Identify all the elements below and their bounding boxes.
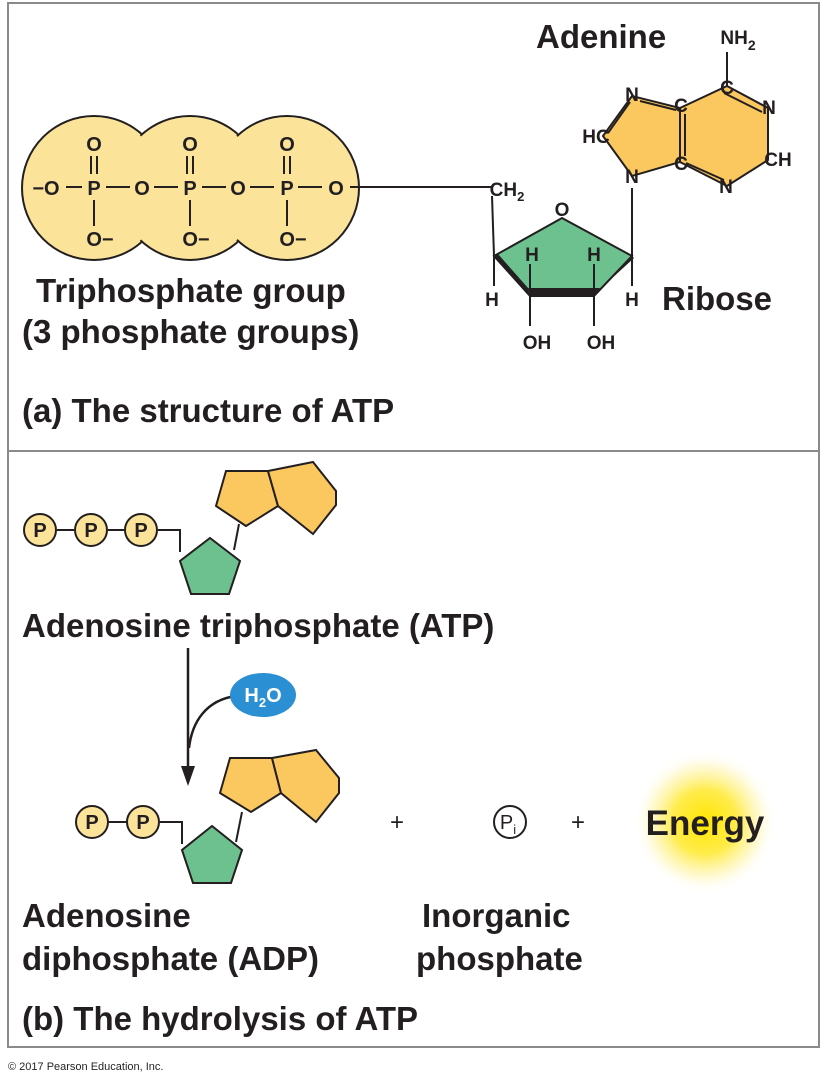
- adp-label-line1: Adenosine: [22, 897, 191, 934]
- atom-c4: C: [674, 154, 688, 175]
- atom-o-top3: O: [279, 134, 295, 156]
- atom-hc8: HC: [582, 127, 610, 148]
- energy-label: Energy: [646, 804, 765, 843]
- atom-n3: N: [719, 177, 733, 198]
- atom-ring-o: O: [555, 200, 570, 221]
- atp-p2: P: [84, 520, 97, 542]
- panel-a-caption: (a) The structure of ATP: [22, 392, 394, 429]
- atom-nh2: NH2: [720, 28, 755, 53]
- adenine-rings: NH2 N C C N HC CH C N N: [582, 28, 791, 198]
- atom-ch2: CH2: [490, 180, 525, 204]
- adp-adenine-pentagon: [218, 757, 283, 814]
- atp-ribose-pentagon: [178, 536, 242, 595]
- atp-molecule: P P P: [23, 460, 337, 595]
- triphosphate-label-line2: (3 phosphate groups): [22, 313, 359, 350]
- atom-n9: N: [625, 167, 639, 188]
- atom-oh1: OH: [523, 333, 552, 354]
- ribose-label: Ribose: [662, 280, 772, 317]
- atom-o-minus3: O−: [279, 229, 306, 251]
- inorganic-label-line1: Inorganic: [422, 897, 571, 934]
- pi-symbol: Pi: [500, 812, 516, 837]
- adp-p2: P: [136, 812, 149, 834]
- atom-o-bridge2: O: [230, 178, 246, 200]
- atom-o-top1: O: [86, 134, 102, 156]
- water-molecule: H2O: [230, 673, 296, 717]
- plus-sign-1: +: [390, 809, 404, 836]
- triphosphate-group: −O P O P O P O O O O O− O− O−: [21, 115, 492, 261]
- atom-o-bridge3: O: [328, 178, 344, 200]
- adp-label-line2: diphosphate (ADP): [22, 940, 319, 977]
- inorganic-phosphate-symbol: Pi: [493, 805, 527, 839]
- atom-h-right: H: [625, 290, 639, 311]
- atom-p2: P: [183, 178, 196, 200]
- panel-b-caption: (b) The hydrolysis of ATP: [22, 1000, 418, 1037]
- ribose-ring: CH2 O H H H H OH OH: [485, 180, 639, 354]
- atom-ch2-ring: CH: [764, 150, 791, 171]
- atp-adenine-hexagon: [266, 460, 337, 536]
- atom-h-ring2: H: [587, 245, 601, 266]
- energy-burst: Energy: [633, 750, 777, 894]
- adp-ribose-pentagon: [180, 824, 244, 884]
- atom-n7: N: [625, 85, 639, 106]
- atom-minus-o: −O: [32, 178, 59, 200]
- adp-molecule: P P: [75, 748, 340, 884]
- atom-o-bridge1: O: [134, 178, 150, 200]
- figure-border: [7, 2, 820, 1048]
- atp-p3: P: [134, 520, 147, 542]
- atom-oh2: OH: [587, 333, 616, 354]
- atom-n1: N: [762, 98, 776, 119]
- atom-h-left: H: [485, 290, 499, 311]
- adp-adenine-hexagon: [270, 748, 340, 824]
- water-formula: H2O: [244, 685, 281, 710]
- atom-c6: C: [720, 78, 734, 99]
- adp-p1: P: [85, 812, 98, 834]
- atom-h-ring1: H: [525, 245, 539, 266]
- hydrolysis-arrow: [181, 648, 237, 786]
- triphosphate-label-line1: Triphosphate group: [36, 272, 346, 309]
- adenine-label: Adenine: [536, 18, 666, 55]
- atp-label: Adenosine triphosphate (ATP): [22, 607, 494, 644]
- atom-p3: P: [280, 178, 293, 200]
- copyright-notice: © 2017 Pearson Education, Inc.: [8, 1061, 163, 1073]
- atom-o-minus2: O−: [182, 229, 209, 251]
- atom-p1: P: [87, 178, 100, 200]
- atp-adenine-pentagon: [214, 470, 280, 528]
- atom-c5: C: [674, 96, 688, 117]
- atp-p1: P: [33, 520, 46, 542]
- atom-o-minus1: O−: [86, 229, 113, 251]
- atom-o-top2: O: [182, 134, 198, 156]
- plus-sign-2: +: [571, 809, 585, 836]
- inorganic-label-line2: phosphate: [416, 940, 583, 977]
